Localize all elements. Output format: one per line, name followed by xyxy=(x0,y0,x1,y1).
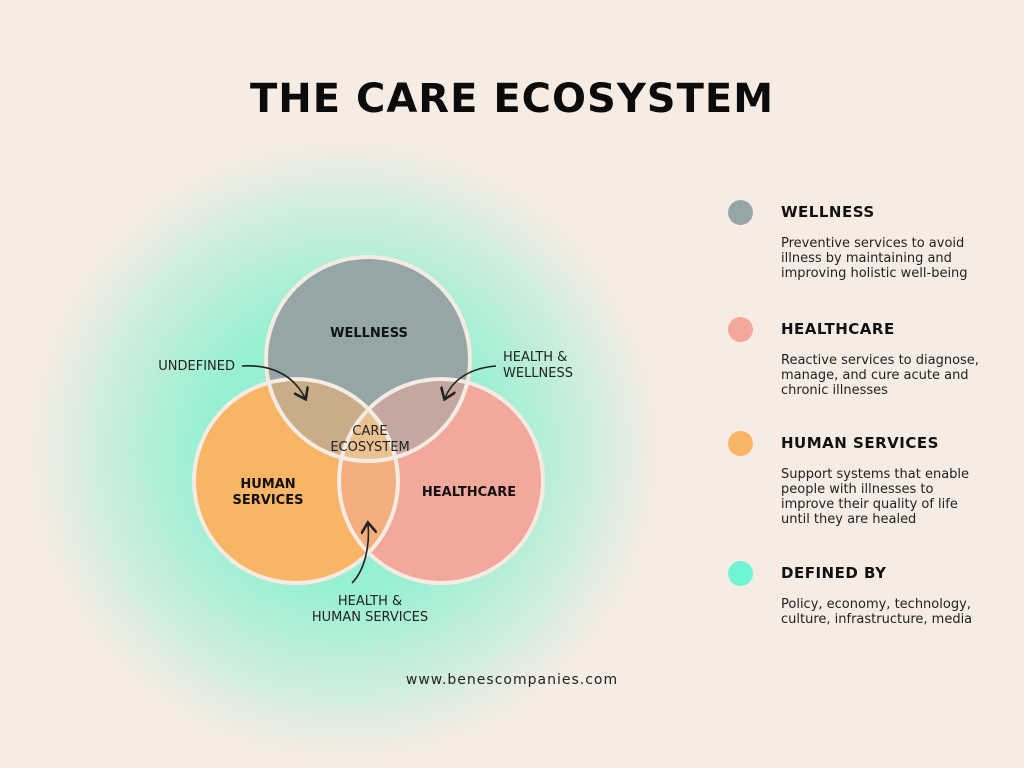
healthcare-outline xyxy=(337,377,545,585)
wellness-label: WELLNESS xyxy=(330,326,408,341)
defined-by-dot-icon xyxy=(728,561,753,586)
healthcare-label: HEALTHCARE xyxy=(422,485,516,500)
health-wellness-overlap xyxy=(339,379,470,461)
footer-url[interactable]: www.benescompanies.com xyxy=(405,672,619,688)
center-label-2: ECOSYSTEM xyxy=(330,440,409,455)
undefined-arrow-icon xyxy=(241,365,305,398)
health-human-label-2: HUMAN SERVICES xyxy=(312,610,428,625)
legend-title: WELLNESS xyxy=(781,203,875,221)
undefined-label: UNDEFINED xyxy=(158,359,235,374)
legend-desc: Support systems that enable people with … xyxy=(781,467,970,527)
wellness-dot-icon xyxy=(728,200,753,225)
health-wellness-label-2: WELLNESS xyxy=(503,366,573,381)
health-wellness-arrow-icon xyxy=(445,365,497,398)
human-outline xyxy=(192,377,400,585)
legend-title: HUMAN SERVICES xyxy=(781,434,939,452)
healthcare-dot-icon xyxy=(728,317,753,342)
health-human-label-1: HEALTH & xyxy=(338,594,402,609)
legend-title: HEALTHCARE xyxy=(781,320,895,338)
undefined-overlap xyxy=(266,379,398,461)
legend-desc: Reactive services to diagnose, manage, a… xyxy=(781,353,979,398)
page-title: THE CARE ECOSYSTEM xyxy=(249,76,775,122)
human-services-dot-icon xyxy=(728,431,753,456)
human-services-label-1: HUMAN xyxy=(240,477,295,492)
health-human-arrow-icon xyxy=(351,524,368,584)
center-label-1: CARE xyxy=(352,424,387,439)
legend-desc: Policy, economy, technology, culture, in… xyxy=(781,597,973,627)
wellness-outline xyxy=(264,255,472,463)
human-services-label-2: SERVICES xyxy=(233,493,304,508)
health-wellness-label-1: HEALTH & xyxy=(503,350,567,365)
legend-title: DEFINED BY xyxy=(781,564,887,582)
legend-desc: Preventive services to avoid illness by … xyxy=(781,236,968,281)
